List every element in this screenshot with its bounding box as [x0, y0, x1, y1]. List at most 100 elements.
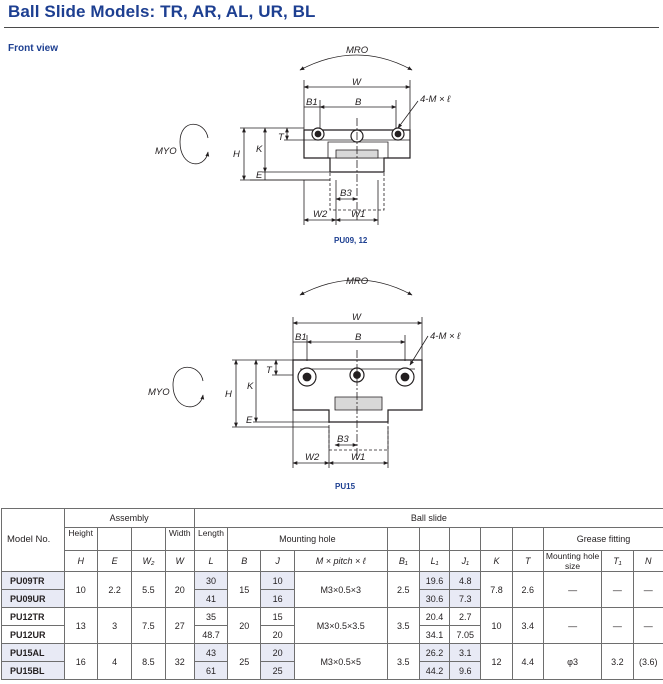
front-view-label: Front view [8, 43, 59, 54]
blank-header [418, 527, 451, 551]
mhs-cell: φ3 [542, 643, 603, 680]
w2-label: W2 [313, 209, 328, 220]
j-cell: 20 [260, 625, 295, 644]
length-header: Length [193, 527, 229, 551]
model-cell: PU09TR [1, 571, 65, 590]
t-cell: 3.4 [511, 607, 544, 644]
b1-cell: 2.5 [386, 571, 420, 608]
j-symbol: J [260, 550, 295, 572]
j-cell: 20 [260, 643, 295, 662]
w-cell: 20 [164, 571, 195, 608]
h-cell: 10 [63, 571, 98, 608]
n-cell: (3.6) [632, 643, 663, 680]
assembly-header: Assembly [63, 508, 195, 528]
myo-label: MYO [148, 387, 170, 398]
w2-label: W2 [305, 452, 320, 463]
l-cell: 48.7 [193, 625, 229, 644]
k-cell: 7.8 [480, 571, 513, 608]
mro-label: MRO [346, 276, 369, 287]
b1-label: B1 [306, 97, 318, 108]
j-cell: 16 [260, 589, 295, 608]
j1-cell: 2.7 [449, 607, 482, 626]
mount-label: 4-M × ℓ [420, 94, 451, 105]
mhs-cell: — [542, 607, 603, 644]
j1-cell: 7.3 [449, 589, 482, 608]
t1-symbol: T₁ [601, 550, 634, 572]
title-divider [4, 27, 659, 28]
model-cell: PU12UR [1, 625, 65, 644]
w-cell: 32 [164, 643, 195, 680]
j1-cell: 4.8 [449, 571, 482, 590]
t-cell: 2.6 [511, 571, 544, 608]
j1-cell: 3.1 [449, 643, 482, 662]
blank-header [511, 527, 544, 551]
height-header: Height [63, 527, 98, 551]
b-cell: 25 [227, 643, 262, 680]
n-cell: — [632, 607, 663, 644]
blank-header [96, 527, 133, 551]
grease-fitting-header: Grease fitting [542, 527, 663, 551]
l1-cell: 26.2 [418, 643, 451, 662]
mro-label: MRO [346, 45, 369, 56]
j1-symbol: J₁ [449, 550, 482, 572]
w-label: W [352, 77, 362, 88]
b-label: B [355, 97, 362, 108]
t-label: T [278, 132, 285, 143]
w2-cell: 5.5 [131, 571, 166, 608]
e-label: E [256, 170, 263, 181]
b1-cell: 3.5 [386, 607, 420, 644]
table-row: PU09TR 10 2.2 5.5 20 30 15 10 M3×0.5×3 2… [1, 571, 663, 608]
t1-cell: — [601, 571, 634, 608]
e-cell: 2.2 [96, 571, 133, 608]
l-cell: 41 [193, 589, 229, 608]
j-cell: 10 [260, 571, 295, 590]
j-cell: 15 [260, 607, 295, 626]
e-label: E [246, 415, 253, 426]
b-cell: 15 [227, 571, 262, 608]
h-label: H [225, 389, 232, 400]
table-row: PU12TR 13 3 7.5 27 35 20 15 M3×0.5×3.5 3… [1, 607, 663, 644]
blank-header [480, 527, 513, 551]
mount-label: 4-M × ℓ [430, 331, 461, 342]
k-cell: 10 [480, 607, 513, 644]
w2-cell: 8.5 [131, 643, 166, 680]
l1-cell: 44.2 [418, 661, 451, 680]
drawing-pu09-12: MRO MYO W B B1 4-M × ℓ T K H E B3 W2 W1 … [155, 45, 451, 245]
model-no-header: Model No. [1, 508, 65, 572]
width-header: Width [164, 527, 195, 551]
h-symbol: H [63, 550, 98, 572]
m-cell: M3×0.5×5 [293, 643, 388, 680]
b1-cell: 3.5 [386, 643, 420, 680]
b1-symbol: B₁ [386, 550, 420, 572]
t-label: T [266, 365, 273, 376]
w1-label: W1 [351, 452, 365, 463]
b-symbol: B [227, 550, 262, 572]
model-cell: PU09UR [1, 589, 65, 608]
l-symbol: L [193, 550, 229, 572]
k-label: K [256, 144, 263, 155]
myo-label: MYO [155, 146, 177, 157]
l-cell: 43 [193, 643, 229, 662]
w2-cell: 7.5 [131, 607, 166, 644]
page-title: Ball Slide Models: TR, AR, AL, UR, BL [8, 2, 316, 21]
w1-label: W1 [351, 209, 365, 220]
l1-cell: 19.6 [418, 571, 451, 590]
table-row: PU15BL 61 25 44.2 9.6 [1, 661, 663, 680]
blank-header [386, 527, 420, 551]
j-cell: 25 [260, 661, 295, 680]
drawing-pu15: MRO MYO W B B1 4-M × ℓ T K H E B3 W2 W1 … [148, 276, 461, 491]
t-symbol: T [511, 550, 544, 572]
e-symbol: E [96, 550, 133, 572]
m-pitch-symbol: M × pitch × ℓ [293, 550, 388, 572]
blank-header [131, 527, 166, 551]
model-cell: PU15BL [1, 661, 65, 680]
l-cell: 61 [193, 661, 229, 680]
b3-label: B3 [337, 434, 349, 445]
table-row: PU15AL 16 4 8.5 32 43 25 20 M3×0.5×5 3.5… [1, 643, 663, 680]
mounting-hole-header: Mounting hole [227, 527, 388, 551]
e-cell: 4 [96, 643, 133, 680]
drawing-caption: PU09, 12 [334, 236, 368, 245]
t-cell: 4.4 [511, 643, 544, 680]
b-cell: 20 [227, 607, 262, 644]
w-symbol: W [164, 550, 195, 572]
